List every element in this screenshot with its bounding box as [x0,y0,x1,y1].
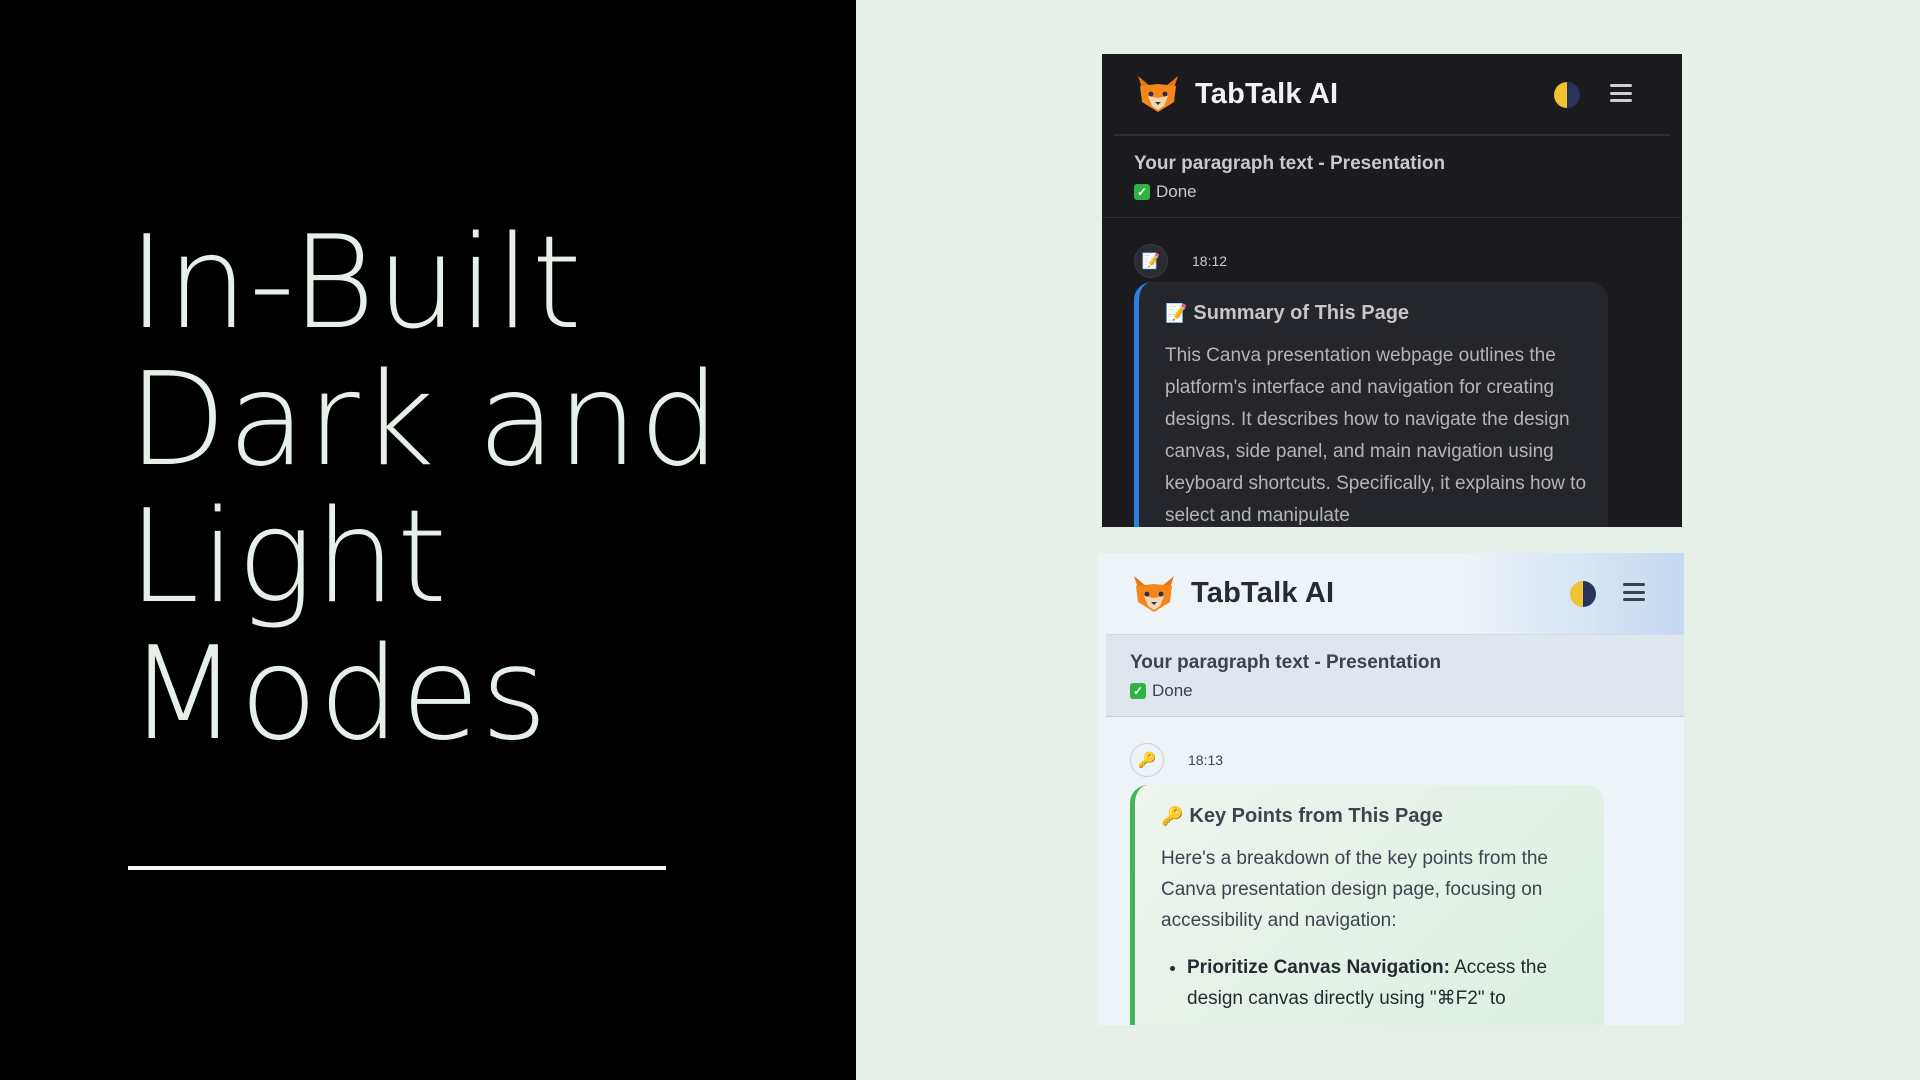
list-item: Prioritize Canvas Navigation: Access the… [1187,952,1582,1014]
card-intro: Here's a breakdown of the key points fro… [1161,848,1548,931]
menu-icon[interactable] [1623,583,1645,601]
fox-logo-icon [1138,76,1178,112]
key-avatar-icon: 🔑 [1130,743,1164,777]
app-title: TabTalk AI [1191,577,1335,609]
status-text: Done [1152,681,1193,700]
context-title: Your paragraph text - Presentation [1134,153,1446,174]
message-time: 18:12 [1192,253,1228,269]
key-icon: 🔑 [1161,806,1184,826]
page-context: Your paragraph text - Presentation ✓ Don… [1102,136,1682,218]
theme-toggle-icon[interactable] [1570,581,1596,607]
page-context: Your paragraph text - Presentation ✓ Don… [1106,635,1684,717]
key-points-list: Prioritize Canvas Navigation: Access the… [1161,952,1582,1014]
memo-icon: 📝 [1165,303,1188,323]
card-title-text: Summary of This Page [1193,302,1410,324]
fox-logo-icon [1134,575,1174,612]
message-meta: 📝 18:12 [1134,244,1227,278]
message-meta: 🔑 18:13 [1130,743,1223,777]
context-title: Your paragraph text - Presentation [1130,652,1442,673]
key-points-card: 🔑 Key Points from This Page Here's a bre… [1130,785,1604,1025]
theme-toggle-icon[interactable] [1554,82,1580,108]
hero-divider [128,866,666,870]
check-icon: ✓ [1134,184,1150,200]
status-badge: ✓ Done [1130,681,1684,701]
bullet-text: Access the design canvas directly using … [1187,957,1548,1009]
memo-avatar-icon: 📝 [1134,244,1168,278]
bullet-bold: Prioritize Canvas Navigation: [1187,957,1450,978]
status-badge: ✓ Done [1134,182,1682,202]
message-time: 18:13 [1188,752,1224,768]
app-header: TabTalk AI [1114,54,1670,136]
hero-panel: In-Built Dark and Light Modes [0,0,856,1080]
check-icon: ✓ [1130,683,1146,699]
hero-title: In-Built Dark and Light Modes [128,209,722,769]
light-mode-panel: TabTalk AI Your paragraph text - Present… [1098,553,1684,1025]
app-title: TabTalk AI [1195,77,1339,110]
status-text: Done [1156,182,1197,201]
card-title: 🔑 Key Points from This Page [1161,805,1582,828]
card-title: 📝 Summary of This Page [1165,302,1586,325]
card-body: This Canva presentation webpage outlines… [1165,345,1587,526]
card-title-text: Key Points from This Page [1189,805,1443,827]
menu-icon[interactable] [1610,84,1632,102]
dark-mode-panel: TabTalk AI Your paragraph text - Present… [1102,54,1682,527]
summary-card: 📝 Summary of This Page This Canva presen… [1134,282,1608,527]
app-header: TabTalk AI [1106,553,1684,635]
